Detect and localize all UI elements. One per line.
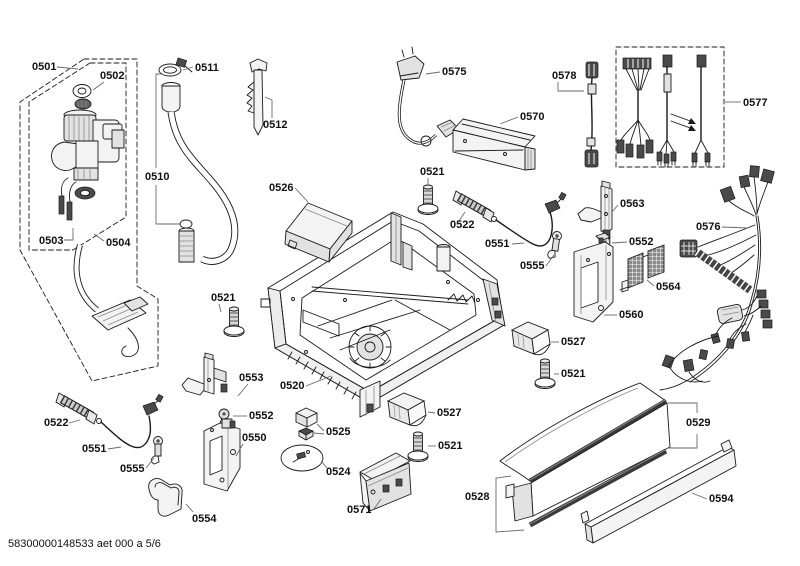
part-label-0553: 0553 [239,372,264,384]
part-0525-clip-box [295,407,318,441]
part-label-0520: 0520 [280,380,305,392]
leader-lines [56,66,749,533]
part-0527-foot [511,321,551,356]
aquastop-group-dashed-box [19,58,159,382]
part-label-0504: 0504 [106,237,131,249]
part-label-0521: 0521 [561,368,586,380]
part-label-0577: 0577 [743,97,768,109]
part-label-0570: 0570 [520,111,545,123]
part-label-0522: 0522 [44,417,69,429]
part-label-0563: 0563 [620,198,645,210]
part-label-0522: 0522 [450,219,475,231]
part-0521-screw [223,306,245,337]
part-label-0560: 0560 [619,309,644,321]
cable-set-dashed-box [615,46,725,168]
part-0520-base-assembly [260,211,506,418]
part-0526-insulation-box [284,202,353,263]
part-label-0550: 0550 [242,432,267,444]
part-0521-screw [534,358,556,389]
part-0521-screw [417,184,439,215]
part-0501-aquastop-valve [51,109,125,221]
part-label-0525: 0525 [326,426,351,438]
part-label-0510: 0510 [145,171,170,183]
part-0555-latch [546,230,563,260]
part-label-0571: 0571 [347,504,372,516]
part-label-0521: 0521 [211,292,236,304]
part-0511-hose-clamp [158,57,193,77]
part-0554-bracket [148,478,183,517]
part-label-0503: 0503 [39,235,64,247]
part-label-0527: 0527 [561,336,586,348]
part-label-0594: 0594 [709,493,734,505]
part-0563-bracket [577,180,613,240]
part-0560-bracket [573,232,614,323]
part-0512-stake [246,58,268,136]
part-0510-drain-hose [161,82,239,265]
part-label-0555: 0555 [120,463,145,475]
part-0564-mesh [619,244,665,293]
part-0502-seal [72,84,92,110]
part-0551-cable [491,191,567,247]
part-label-0552: 0552 [629,236,654,248]
aquastop-inlet-hose [73,244,149,358]
part-0524-detail-circle [280,444,324,472]
part-0576-wiring-harness [659,165,775,391]
part-0550-bracket [203,418,241,492]
part-label-0501: 0501 [32,61,57,73]
part-0555-latch [150,436,163,465]
part-label-0527: 0527 [437,407,462,419]
part-label-0564: 0564 [656,281,681,293]
part-0553-bracket [181,352,228,396]
part-label-0502: 0502 [100,70,125,82]
part-0570-control-module [452,118,536,171]
part-label-0551: 0551 [82,443,107,455]
part-label-0578: 0578 [552,70,577,82]
part-label-0554: 0554 [192,513,217,525]
part-0529-plinth-panel [499,382,671,528]
part-0594-plinth-bar [580,439,737,544]
part-0577-cable-set [616,54,711,168]
part-label-0528: 0528 [465,491,490,503]
part-0521-screw [407,431,429,462]
part-label-0552: 0552 [249,410,274,422]
part-label-0529: 0529 [685,417,712,429]
part-label-0524: 0524 [326,466,351,478]
document-code: 58300000148533 aet 000 a 5/6 [8,538,161,550]
part-0575-power-cord [396,46,460,147]
part-label-0555: 0555 [520,260,545,272]
part-0551-cable [96,393,164,449]
part-label-0575: 0575 [442,66,467,78]
part-0571-box [359,452,412,512]
part-0522-rod [453,191,494,222]
part-label-0526: 0526 [269,182,294,194]
part-label-0521: 0521 [420,166,445,178]
part-0578-cable [584,61,599,168]
part-label-0576: 0576 [696,221,721,233]
part-label-0512: 0512 [263,119,288,131]
part-label-0511: 0511 [195,62,219,74]
part-0527-foot [387,392,427,427]
part-label-0551: 0551 [485,238,510,250]
part-label-0521: 0521 [438,440,463,452]
